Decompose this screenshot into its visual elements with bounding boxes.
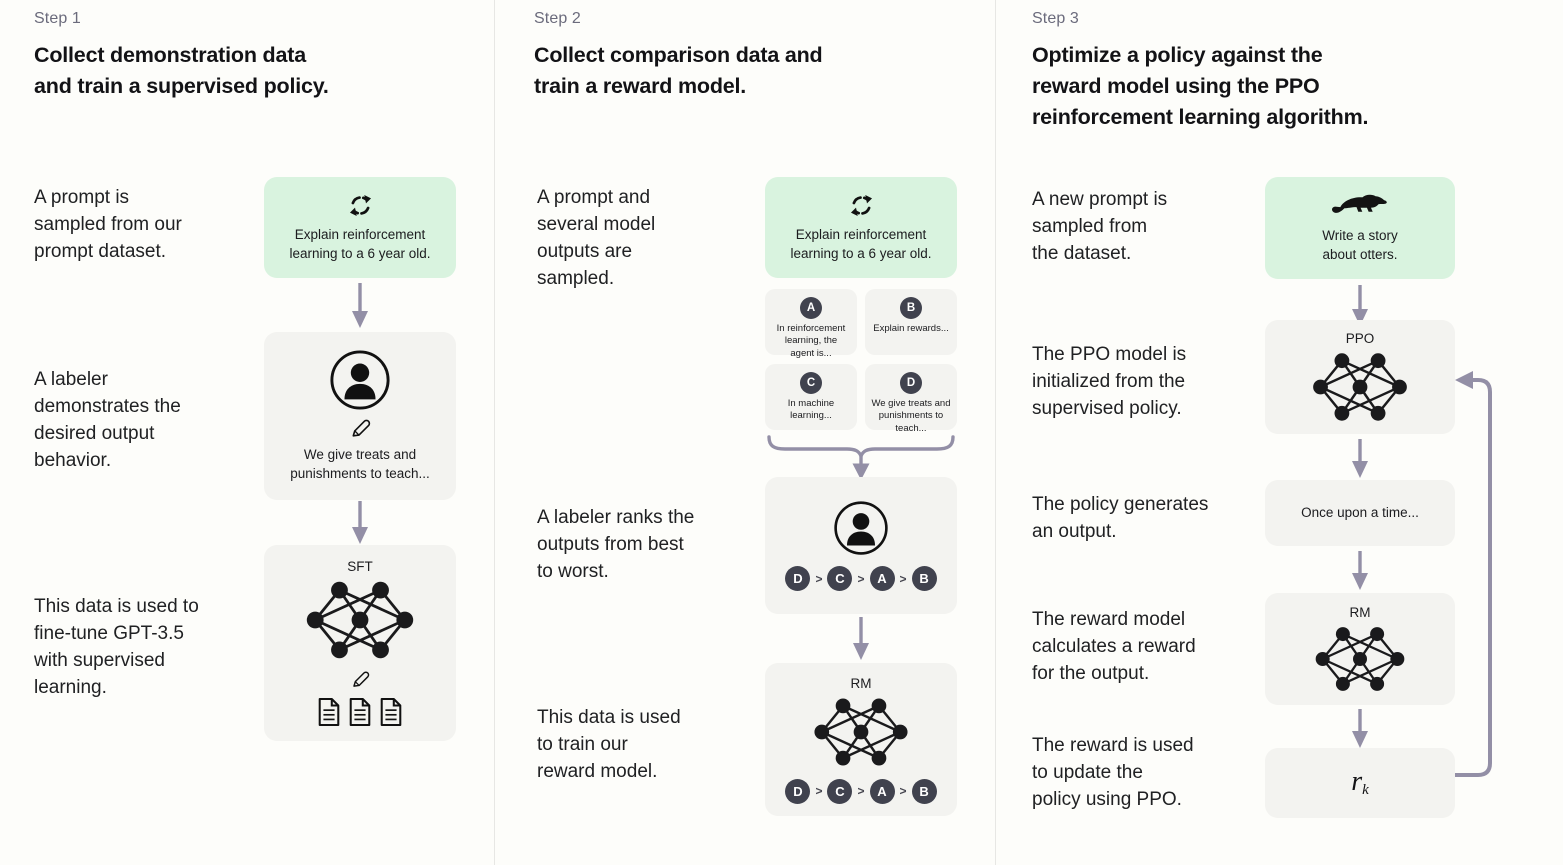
documents-icon: [316, 697, 404, 727]
step-3-ppo-box: PPO: [1265, 320, 1455, 434]
person-icon: [329, 349, 391, 411]
ranking-row: D > C > A > B: [785, 566, 937, 591]
refresh-cycle-icon: [848, 192, 875, 219]
step-3-rm-box: RM: [1265, 593, 1455, 705]
sft-label: SFT: [347, 559, 373, 574]
rank-separator: >: [857, 784, 865, 798]
down-arrow-icon: [851, 616, 871, 667]
feedback-loop-arrow: [1448, 358, 1508, 793]
step-2-prompt-text: Explain reinforcement learning to a 6 ye…: [790, 226, 932, 261]
output-text: In reinforcement learning, the agent is.…: [776, 323, 846, 359]
down-arrow-icon: [1350, 708, 1370, 755]
step-3-caption-update: The reward is used to update the policy …: [1032, 735, 1194, 810]
rank-separator: >: [899, 784, 907, 798]
down-arrow-icon: [1350, 438, 1370, 485]
pencil-icon: [351, 670, 370, 689]
output-card-b: B Explain rewards...: [865, 289, 957, 355]
output-card-d: D We give treats and punishments to teac…: [865, 364, 957, 434]
pencil-icon: [350, 418, 371, 439]
rank-item: B: [911, 566, 937, 591]
otter-icon: [1330, 192, 1390, 220]
output-badge: A: [800, 297, 822, 319]
down-arrow-icon: [350, 282, 370, 335]
output-badge: C: [800, 372, 822, 394]
rank-item: D: [785, 566, 811, 591]
step-1-title: Collect demonstration data and train a s…: [34, 43, 329, 99]
step-1-caption-prompt: A prompt is sampled from our prompt data…: [34, 187, 182, 262]
step-3-reward-box: rk: [1265, 748, 1455, 818]
step-1-prompt-box: Explain reinforcement learning to a 6 ye…: [264, 177, 456, 278]
step-1-caption-labeler: A labeler demonstrates the desired outpu…: [34, 369, 181, 471]
step-3-output-text: Once upon a time...: [1301, 504, 1419, 520]
step-2-rm-box: RM D > C > A: [765, 663, 957, 816]
step-2-caption-train: This data is used to train our reward mo…: [537, 707, 681, 782]
reward-symbol-subscript: k: [1362, 782, 1369, 799]
step-2-label: Step 2: [534, 10, 581, 27]
output-card-c: C In machine learning...: [765, 364, 857, 430]
neural-network-icon: [812, 695, 910, 769]
step-1-label: Step 1: [34, 10, 81, 27]
step-2-title: Collect comparison data and train a rewa…: [534, 43, 823, 99]
output-badge: B: [900, 297, 922, 319]
brace-arrow-icon: [765, 434, 957, 485]
person-icon: [833, 500, 889, 556]
step-2-caption-prompt: A prompt and several model outputs are s…: [537, 187, 656, 289]
down-arrow-icon: [1350, 550, 1370, 597]
step-3-caption-init: The PPO model is initialized from the su…: [1032, 344, 1187, 419]
step-2-caption-ranks: A labeler ranks the outputs from best to…: [537, 507, 695, 582]
step-3-label: Step 3: [1032, 10, 1079, 27]
reward-symbol: rk: [1351, 766, 1369, 799]
neural-network-icon: [1310, 350, 1410, 424]
output-card-a: A In reinforcement learning, the agent i…: [765, 289, 857, 359]
step-3-caption-output: The policy generates an output.: [1032, 494, 1209, 542]
rank-item: D: [785, 778, 811, 804]
output-text: We give treats and punishments to teach.…: [871, 398, 951, 434]
neural-network-icon: [1312, 624, 1408, 694]
reward-symbol-base: r: [1351, 766, 1363, 798]
refresh-cycle-icon: [347, 192, 374, 219]
step-2-prompt-box: Explain reinforcement learning to a 6 ye…: [765, 177, 957, 278]
rank-item: B: [911, 778, 937, 804]
step-1-sft-box: SFT: [264, 545, 456, 741]
step-3-prompt-box: Write a story about otters.: [1265, 177, 1455, 279]
step-1-labeler-box: We give treats and punishments to teach.…: [264, 332, 456, 500]
output-text: Explain rewards...: [873, 323, 949, 334]
step-1-prompt-text: Explain reinforcement learning to a 6 ye…: [289, 226, 431, 261]
rank-separator: >: [815, 571, 823, 586]
step-3-caption-reward: The reward model calculates a reward for…: [1032, 609, 1196, 684]
step-3-prompt-text: Write a story about otters.: [1322, 227, 1398, 262]
output-badge: D: [900, 372, 922, 394]
output-text: In machine learning...: [787, 398, 835, 422]
column-divider: [995, 0, 996, 865]
step-3-title: Optimize a policy against the reward mod…: [1032, 43, 1369, 130]
ranking-row: D > C > A > B: [785, 778, 937, 804]
rank-item: A: [869, 778, 895, 804]
rank-item: C: [827, 566, 853, 591]
column-divider: [494, 0, 495, 865]
rank-item: A: [869, 566, 895, 591]
ppo-label: PPO: [1345, 330, 1375, 346]
rm-label: RM: [1349, 604, 1371, 620]
down-arrow-icon: [350, 500, 370, 551]
step-1-caption-finetune: This data is used to fine-tune GPT-3.5 w…: [34, 596, 199, 698]
step-1-labeler-text: We give treats and punishments to teach.…: [290, 446, 430, 481]
rank-separator: >: [815, 784, 823, 798]
step-3-output-box: Once upon a time...: [1265, 480, 1455, 546]
rank-separator: >: [899, 571, 907, 586]
step-2-ranking-box: D > C > A > B: [765, 477, 957, 614]
down-arrow-icon: [1350, 284, 1370, 333]
rm-label: RM: [850, 675, 872, 691]
rank-item: C: [827, 778, 853, 804]
neural-network-icon: [304, 578, 416, 662]
rank-separator: >: [857, 571, 865, 586]
step-3-caption-prompt: A new prompt is sampled from the dataset…: [1032, 189, 1168, 264]
